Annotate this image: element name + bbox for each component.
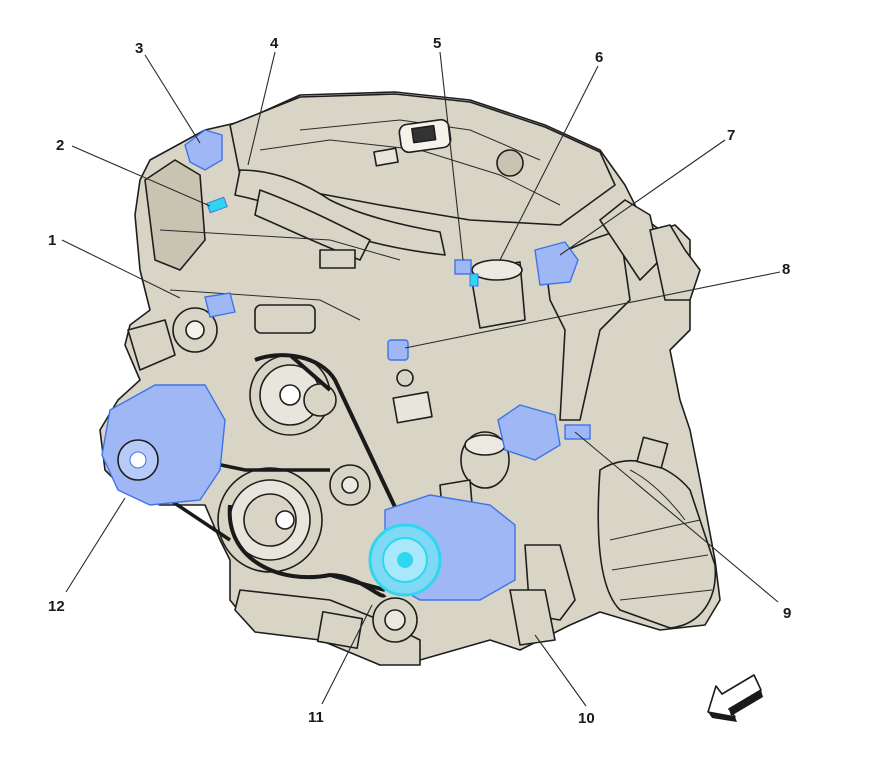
component-1 xyxy=(204,292,236,318)
callout-1: 1 xyxy=(48,232,56,249)
callout-11: 11 xyxy=(308,709,324,726)
callout-6: 6 xyxy=(595,49,603,66)
component-8 xyxy=(387,339,409,361)
component-5 xyxy=(454,259,472,275)
highlighted-components xyxy=(101,129,591,601)
callout-numbers: 1 2 3 4 5 6 7 8 9 10 11 12 xyxy=(48,35,791,727)
leader-lines xyxy=(61,51,781,707)
callout-10: 10 xyxy=(578,710,595,727)
callout-2: 2 xyxy=(56,137,64,154)
component-9 xyxy=(497,404,561,461)
callout-4: 4 xyxy=(270,35,279,52)
callout-9: 9 xyxy=(783,605,791,622)
callout-5: 5 xyxy=(433,35,441,52)
engine-assembly xyxy=(99,91,721,666)
callout-3: 3 xyxy=(135,40,143,57)
callout-8: 8 xyxy=(782,261,790,278)
arrow-down-left-icon xyxy=(707,674,763,722)
callout-12: 12 xyxy=(48,598,65,615)
component-2 xyxy=(206,196,228,214)
component-3 xyxy=(184,129,223,171)
component-7 xyxy=(534,241,579,286)
callout-7: 7 xyxy=(727,127,735,144)
